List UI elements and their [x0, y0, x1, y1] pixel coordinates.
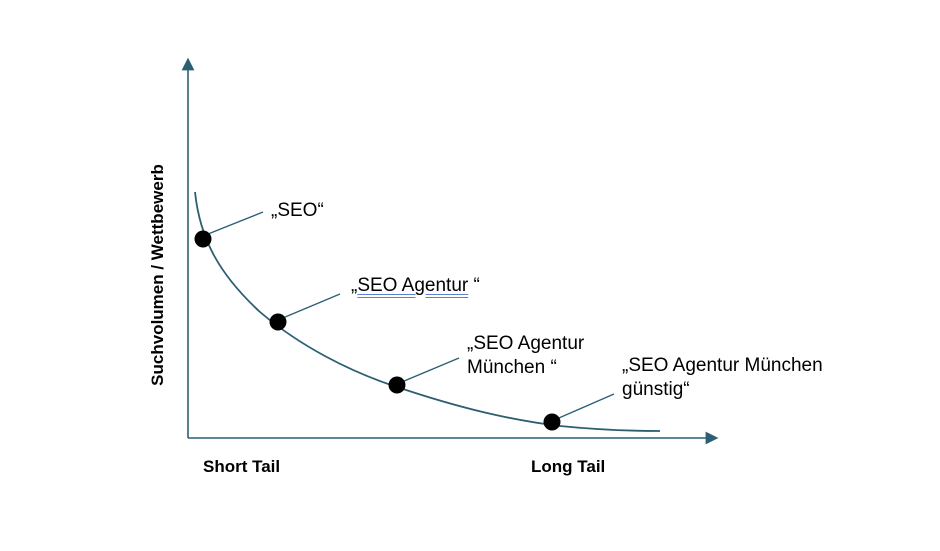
- point-seo-agentur: [269, 313, 287, 331]
- keyword-label-line1: „SEO Agentur: [467, 333, 585, 354]
- point-seo: [194, 230, 212, 248]
- keyword-label-line1: „SEO Agentur München: [622, 355, 823, 376]
- point-seo-agentur-muenchen-guenstig: [543, 413, 561, 431]
- x-axis-right-label: Long Tail: [531, 457, 606, 476]
- keyword-label-seo-agentur-muenchen: „SEO Agentur München “: [467, 332, 584, 380]
- keyword-label-line2: günstig“: [622, 379, 690, 400]
- leader-line-seo: [202, 211, 264, 237]
- keyword-label-seo-agentur-muenchen-guenstig: „SEO Agentur München günstig“: [622, 354, 823, 402]
- keyword-label-line2: München “: [467, 357, 557, 378]
- leader-line-seo-agentur-muenchen: [396, 357, 460, 385]
- keyword-label-prefix: „: [351, 275, 358, 296]
- long-tail-curve: [194, 191, 661, 432]
- keyword-label-main: SEO Agentur: [357, 275, 469, 296]
- keyword-label-seo: „SEO“: [271, 200, 324, 221]
- keyword-label-seo-agentur: „SEO Agentur “: [351, 274, 480, 298]
- y-axis-label: Suchvolumen / Wettbewerb: [148, 164, 167, 386]
- point-seo-agentur-muenchen: [388, 376, 406, 394]
- keyword-label-suffix: “: [468, 275, 480, 296]
- x-axis-left-label: Short Tail: [203, 457, 281, 476]
- leader-line-seo-agentur-muenchen-guenstig: [551, 393, 615, 422]
- leader-line-seo-agentur: [277, 293, 341, 321]
